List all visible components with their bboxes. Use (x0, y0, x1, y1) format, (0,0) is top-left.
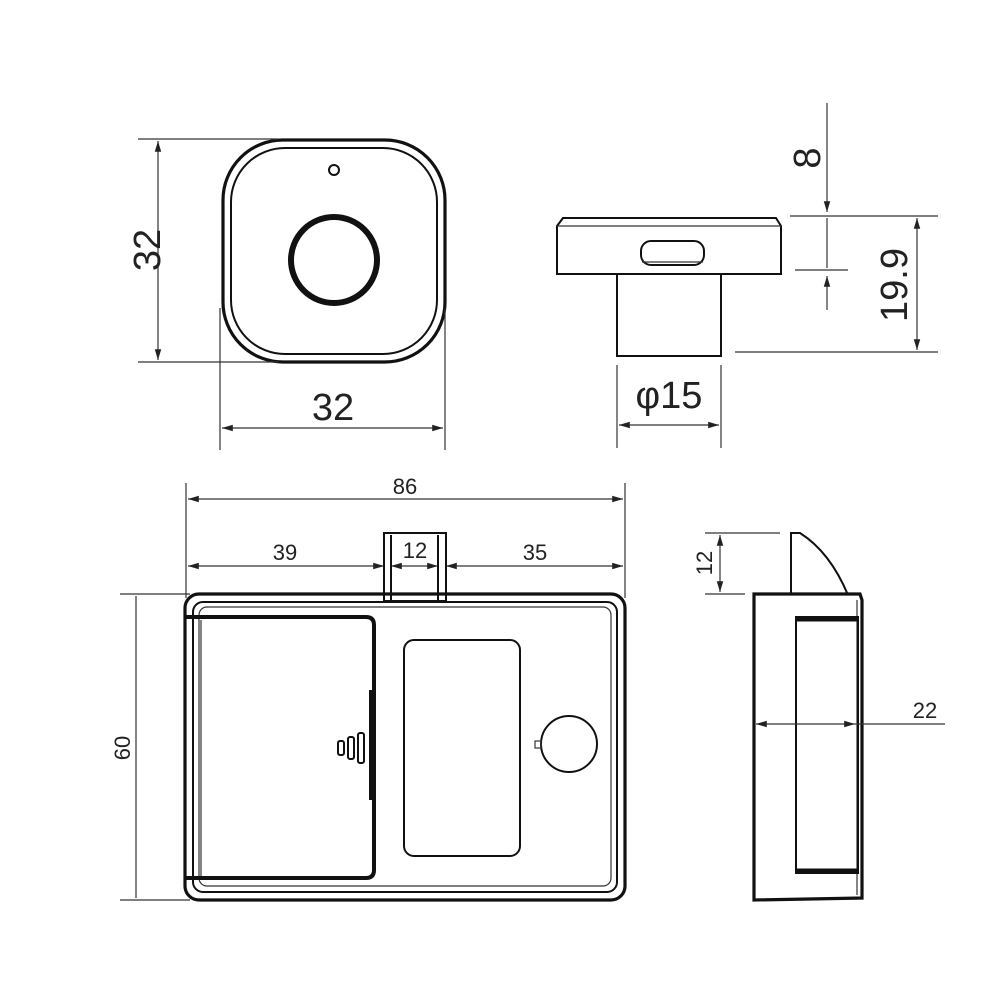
total-width-label: 86 (393, 474, 417, 499)
latch-height-label: 12 (692, 551, 717, 575)
module-inner-outline (230, 147, 438, 355)
left-offset-label: 39 (273, 540, 297, 565)
side-offset-label: 8 (787, 147, 829, 168)
body-height-label: 60 (110, 736, 135, 760)
display-window (403, 639, 521, 857)
grip-ridge-icon (357, 732, 365, 764)
fingerprint-side-view: 8 19.9 φ15 (556, 103, 938, 448)
battery-door (186, 615, 376, 880)
shaft-diameter-label: φ15 (636, 375, 703, 417)
depth-label: 22 (913, 698, 937, 723)
body-inner-outline (192, 601, 618, 893)
body-outer-outline (183, 592, 627, 902)
side-inner-recess (795, 616, 859, 874)
front-height-label: 32 (127, 229, 169, 271)
lock-body-front-view: 86 39 12 35 60 (110, 474, 627, 902)
keyhole-icon (540, 715, 598, 773)
latch-profile (790, 532, 849, 596)
usb-port-icon (640, 240, 705, 266)
lock-body-side-view: 12 22 (692, 532, 945, 902)
fingerprint-sensor-icon (288, 214, 380, 306)
latch-width-label: 12 (403, 538, 427, 563)
led-indicator-icon (328, 164, 340, 176)
module-outline (221, 138, 447, 364)
front-width-label: 32 (312, 387, 354, 429)
module-shaft (616, 273, 722, 357)
side-height-label: 19.9 (874, 248, 916, 322)
grip-ridge-icon (347, 736, 355, 760)
side-body-outline (752, 592, 864, 902)
grip-ridge-icon (337, 740, 345, 756)
indicator-small-square (534, 740, 542, 749)
fingerprint-front-view: 32 32 (127, 138, 447, 450)
right-offset-label: 35 (523, 540, 547, 565)
